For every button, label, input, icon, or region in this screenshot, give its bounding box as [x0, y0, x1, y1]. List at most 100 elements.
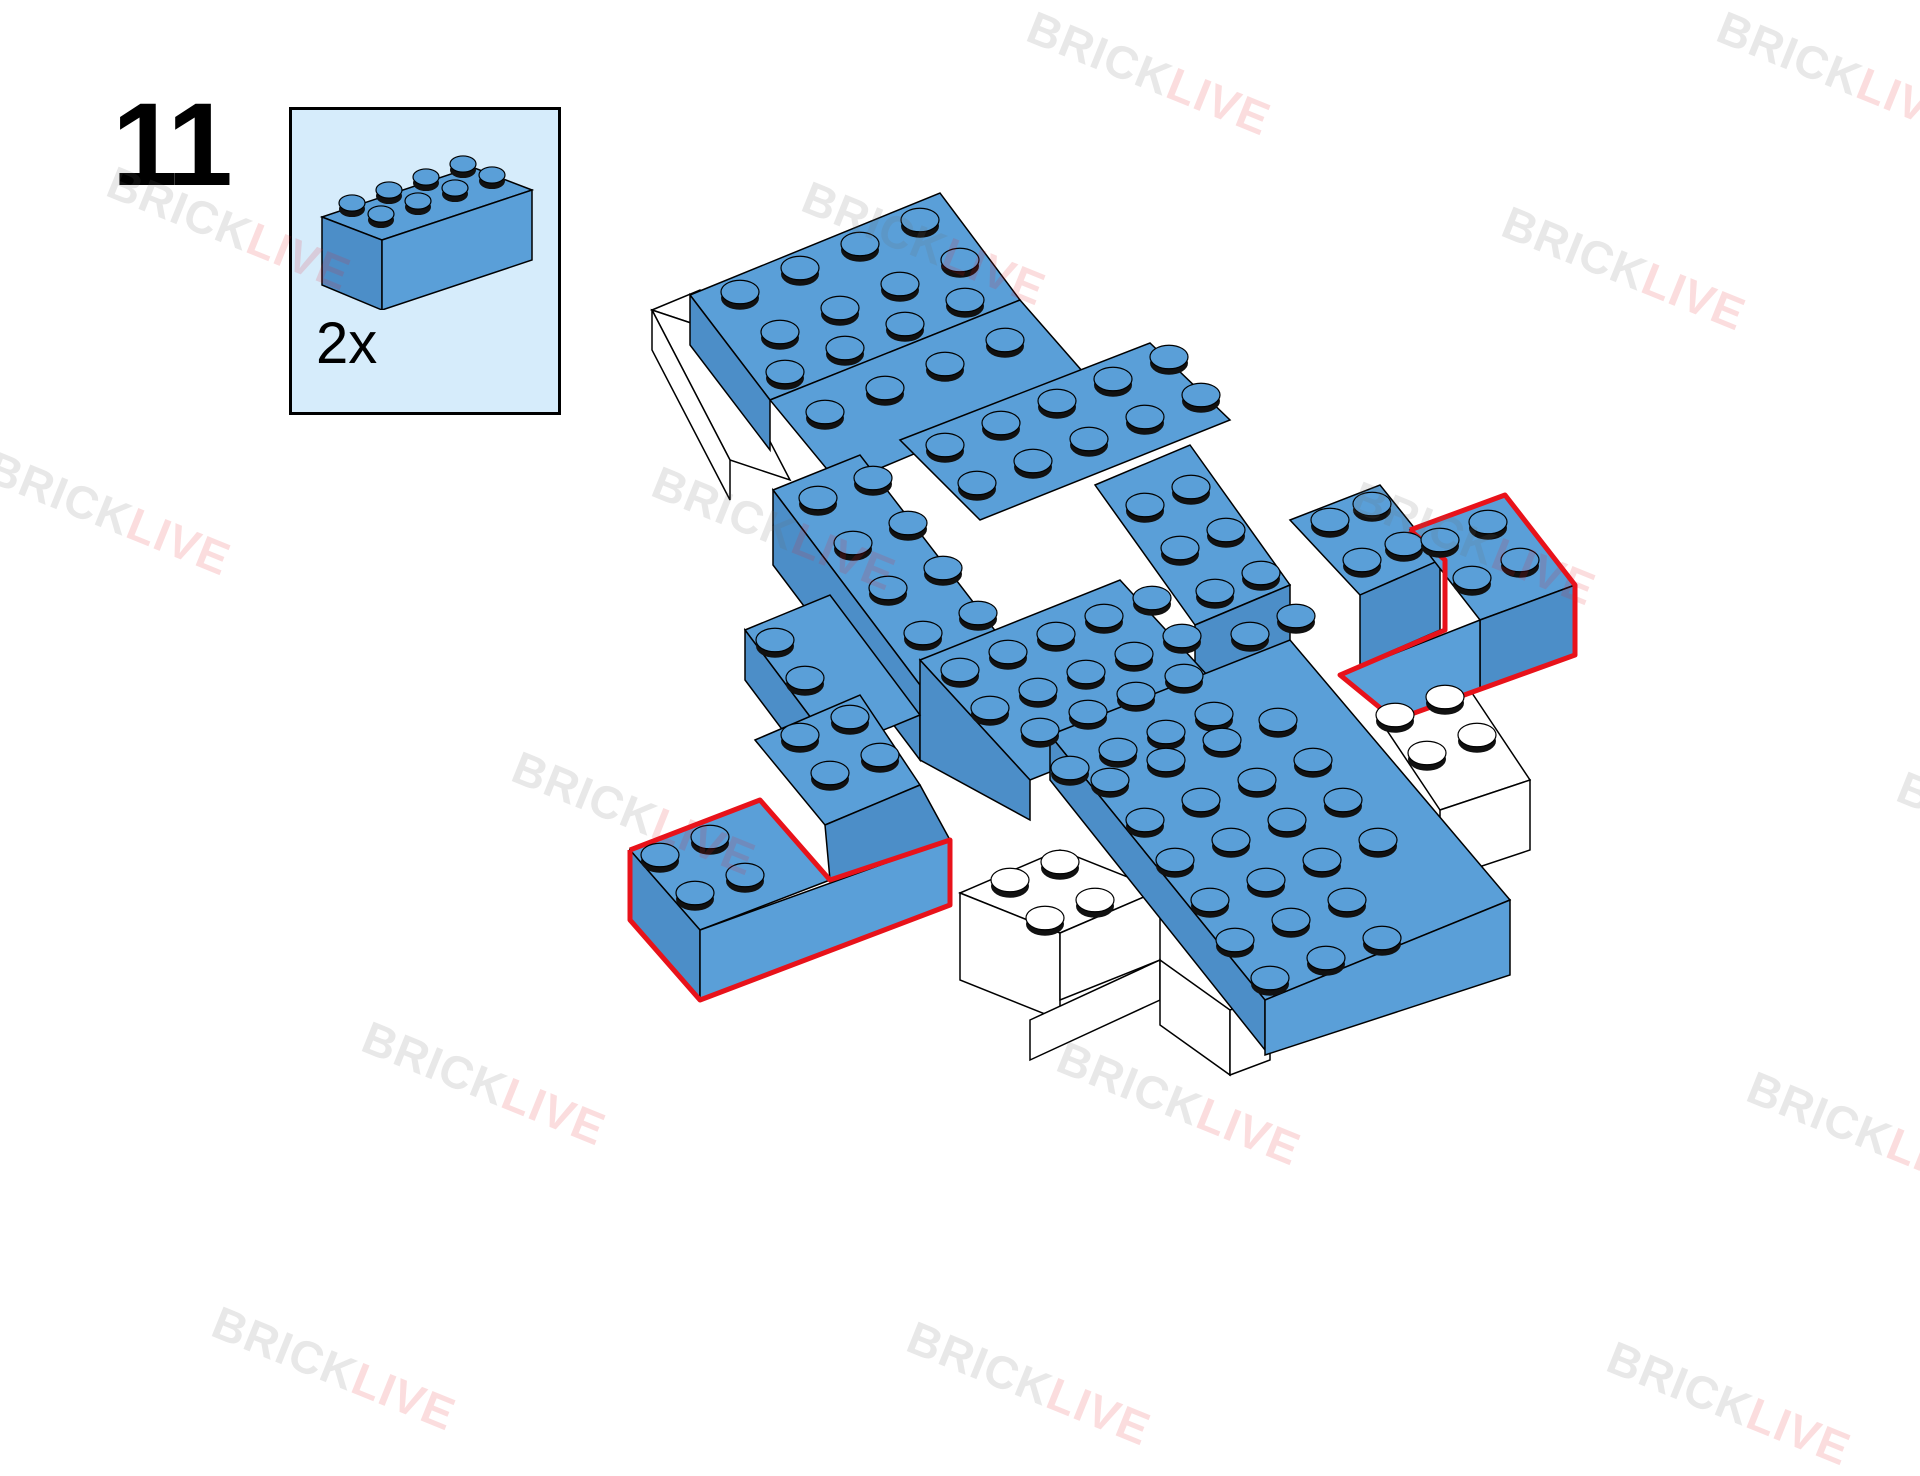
stud [958, 600, 998, 631]
stud [1452, 565, 1492, 596]
stud [1036, 621, 1076, 652]
stud [1425, 684, 1465, 715]
stud [1211, 827, 1251, 858]
stud [1164, 663, 1204, 694]
stud [1206, 517, 1246, 548]
stud [1114, 641, 1154, 672]
stud [810, 760, 850, 791]
stud [981, 410, 1021, 441]
stud [760, 319, 800, 350]
stud [990, 867, 1030, 898]
stud [923, 555, 963, 586]
stud [404, 192, 432, 216]
stud [1241, 560, 1281, 591]
stud [1202, 727, 1242, 758]
stud [1358, 827, 1398, 858]
stud [880, 271, 920, 302]
white-base-bricks [649, 289, 1532, 1077]
stud [830, 704, 870, 735]
stud [1125, 807, 1165, 838]
stud [338, 194, 366, 218]
stud [1293, 747, 1333, 778]
stud [1230, 621, 1270, 652]
stud [1267, 807, 1307, 838]
brick-2x4-icon [319, 155, 535, 310]
stud [1258, 707, 1298, 738]
stud [780, 255, 820, 286]
stud [765, 359, 805, 390]
stud [945, 287, 985, 318]
stud [1132, 585, 1172, 616]
stud [885, 311, 925, 342]
stud [755, 627, 795, 658]
stud [640, 842, 680, 873]
stud [1420, 527, 1460, 558]
stud [1075, 887, 1115, 918]
part-quantity: 2x [316, 311, 378, 376]
stud [900, 207, 940, 238]
stud [725, 862, 765, 893]
stud [367, 205, 395, 229]
stud [1066, 659, 1106, 690]
stud [1093, 366, 1133, 397]
stud [1125, 492, 1165, 523]
stud [1020, 717, 1060, 748]
stud [940, 657, 980, 688]
stud [1237, 767, 1277, 798]
stud [1160, 535, 1200, 566]
stud [833, 530, 873, 561]
stud [985, 327, 1025, 358]
stud [1181, 787, 1221, 818]
stud [1246, 867, 1286, 898]
stud [1407, 740, 1447, 771]
stud [478, 166, 506, 190]
stud [1342, 547, 1382, 578]
stud [1146, 747, 1186, 778]
stud [1149, 344, 1189, 375]
model-studs [640, 207, 1540, 996]
stud [1116, 681, 1156, 712]
stud [1362, 925, 1402, 956]
stud [840, 231, 880, 262]
stud [1271, 907, 1311, 938]
stud [1098, 737, 1138, 768]
stud [1162, 623, 1202, 654]
stud [1155, 847, 1195, 878]
stud [1250, 965, 1290, 996]
stud [675, 880, 715, 911]
stud [1181, 382, 1221, 413]
stud [1468, 509, 1508, 540]
step-number: 11 [112, 79, 233, 211]
stud [940, 247, 980, 278]
stud [1146, 719, 1186, 750]
assembled-model [627, 192, 1578, 1077]
stud [1194, 701, 1234, 732]
stud [1125, 404, 1165, 435]
stud [957, 470, 997, 501]
stud [441, 179, 469, 203]
stud [1050, 755, 1090, 786]
stud [1500, 547, 1540, 578]
stud [1276, 603, 1316, 634]
stud [1302, 847, 1342, 878]
stud [1327, 887, 1367, 918]
stud [868, 575, 908, 606]
stud [412, 168, 440, 192]
stud [1352, 491, 1392, 522]
stud [805, 399, 845, 430]
stud [1195, 578, 1235, 609]
stud [820, 295, 860, 326]
stud [988, 639, 1028, 670]
stud [1069, 426, 1109, 457]
stud [825, 335, 865, 366]
stud [925, 351, 965, 382]
stud [1018, 677, 1058, 708]
stud [1037, 388, 1077, 419]
stud [1375, 702, 1415, 733]
stud [1306, 945, 1346, 976]
stud [853, 465, 893, 496]
parts-callout: 2x [289, 107, 561, 415]
stud [970, 695, 1010, 726]
stud [1013, 448, 1053, 479]
stud [690, 824, 730, 855]
